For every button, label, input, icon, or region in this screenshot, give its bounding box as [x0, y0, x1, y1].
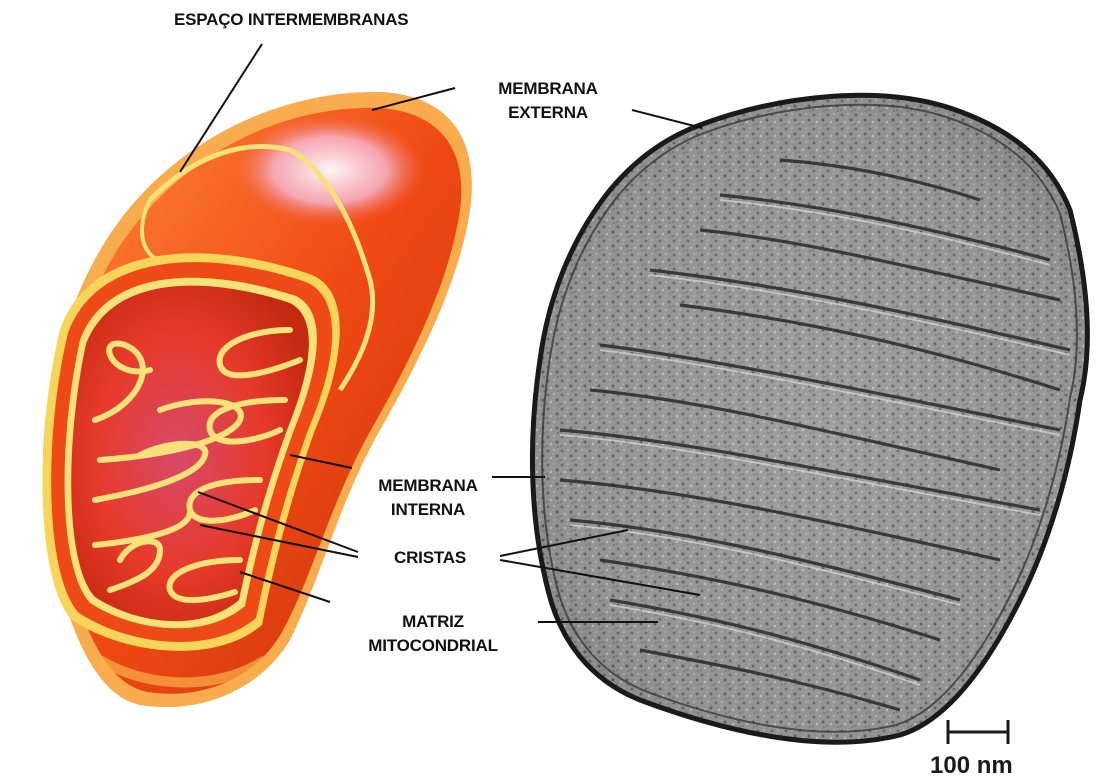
label-matrix: MATRIZ MITOCONDRIAL	[340, 610, 526, 658]
label-outer-membrane-line1: MEMBRANA	[468, 77, 628, 101]
label-matrix-line2: MITOCONDRIAL	[340, 634, 526, 658]
label-inner-membrane: MEMBRANA INTERNA	[350, 474, 506, 522]
label-cristae: CRISTAS	[370, 546, 490, 570]
label-intermembrane-space-text: ESPAÇO INTERMEMBRANAS	[174, 8, 408, 32]
label-inner-membrane-line2: INTERNA	[350, 498, 506, 522]
label-intermembrane-space: ESPAÇO INTERMEMBRANAS	[174, 8, 408, 32]
electron-micrograph	[520, 80, 1116, 770]
scale-bar-label: 100 nm	[930, 752, 1013, 780]
label-cristae-text: CRISTAS	[370, 546, 490, 570]
label-inner-membrane-line1: MEMBRANA	[350, 474, 506, 498]
label-outer-membrane-line2: EXTERNA	[468, 101, 628, 125]
label-outer-membrane: MEMBRANA EXTERNA	[468, 77, 628, 125]
scale-bar	[948, 720, 1008, 744]
leader-outer-membrane-right	[632, 110, 702, 128]
label-matrix-line1: MATRIZ	[340, 610, 526, 634]
